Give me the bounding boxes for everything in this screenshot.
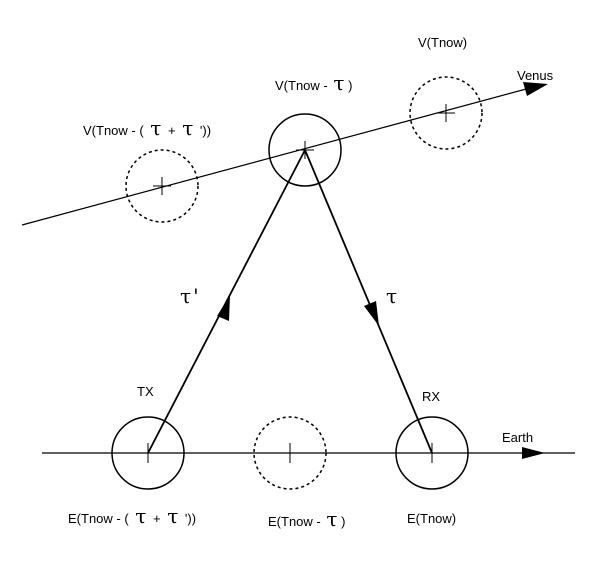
v-tnow-label: V(Tnow) [418,35,467,50]
venus-position-earliest-circle [125,149,199,223]
v-tnow-minus-tau-label: V(Tnow - τ ) [275,71,352,95]
earth-direction-arrow [522,447,545,459]
v-tnow-minus-tau-plus-tau-prime-label: V(Tnow - ( τ + τ ')) [83,116,211,140]
earth-label: Earth [502,430,533,445]
downlink-signal-path [304,149,433,454]
earth-position-middle-circle [253,416,327,490]
e-tnow-minus-tau-plus-tau-prime-label: E(Tnow - ( τ + τ ')) [68,504,196,528]
venus-position-reflection-circle [268,113,342,187]
downlink-arrowhead [364,301,379,326]
venus-position-now [409,76,483,150]
venus-direction-arrow [523,82,548,96]
venus-label: Venus [517,68,554,83]
e-tnow-label: E(Tnow) [407,511,456,526]
tau-prime-label: τ' [180,284,199,308]
tx-label: TX [137,384,154,399]
uplink-arrowhead [217,295,230,321]
earth-position-transmit-circle [111,416,185,490]
tau-label: τ [386,284,397,308]
venus-position-earliest [125,149,199,223]
venus-position-now-circle [409,76,483,150]
earth-position-receive-circle [395,416,469,490]
e-tnow-minus-tau-label: E(Tnow - τ ) [268,507,345,531]
venus-orbit-line [21,87,531,226]
earth-position-middle [253,416,327,490]
rx-label: RX [422,389,440,404]
